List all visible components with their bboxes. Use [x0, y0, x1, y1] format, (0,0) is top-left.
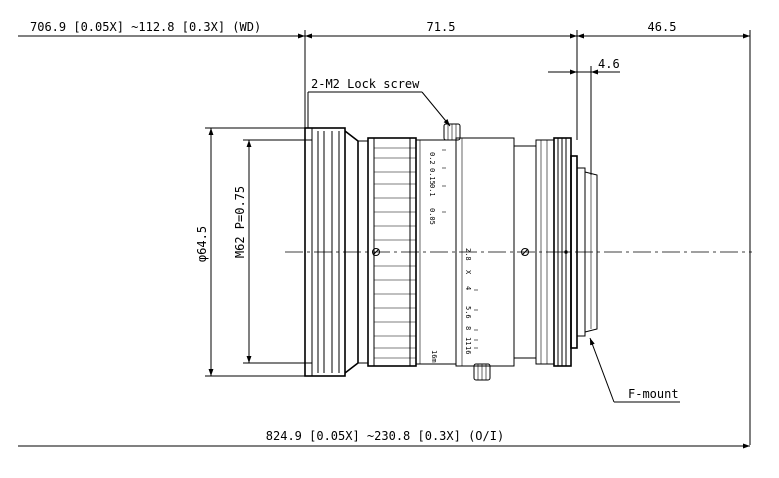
top-dimensions [18, 30, 751, 445]
focus-scale-mark: 0.1 [428, 184, 436, 197]
filter-thread-dimension: M62 P=0.75 [233, 186, 247, 258]
aperture-scale-mark: 11 [464, 337, 472, 345]
aperture-scale-mark: 16 [464, 346, 472, 354]
focus-scale-mark: 0.05 [428, 208, 436, 225]
aperture-scale-mark: 8 [464, 326, 472, 330]
total-length-dimension: 824.9 [0.05X] ~230.8 [0.3X] (O/I) [266, 429, 504, 443]
lock-screw-callout [307, 91, 451, 128]
aperture-scale-mark: 2.8 [464, 248, 472, 261]
focus-scale: 0.2 0.15 0.1 0.05 [428, 149, 446, 225]
body-length-dimension: 71.5 [427, 20, 456, 34]
aperture-scale-mark: 4 [464, 286, 472, 290]
back-length-dimension: 46.5 [648, 20, 677, 34]
lock-screw-icon [443, 123, 491, 381]
mount-label: F-mount [628, 387, 679, 401]
focus-scale-mark: 0.15 [428, 168, 436, 185]
focus-scale-mark: 0.2 [428, 152, 436, 165]
diameter-dimension-lines [205, 127, 312, 377]
lock-screw-label: 2-M2 Lock screw [311, 77, 420, 91]
mount-callout [589, 337, 680, 403]
flange-offset-dimension: 4.6 [598, 57, 620, 71]
aperture-scale-mark: X [464, 270, 472, 275]
aperture-scale-mark: 5.6 [464, 306, 472, 319]
working-distance-dimension: 706.9 [0.05X] ~112.8 [0.3X] (WD) [30, 20, 261, 34]
aperture-scale: 2.8 X 4 5.6 8 11 16 16m [430, 248, 478, 363]
outer-diameter-dimension: φ64.5 [195, 226, 209, 262]
flange-offset-dimension-lines [548, 66, 620, 175]
aperture-scale-mark: 16m [430, 350, 438, 363]
